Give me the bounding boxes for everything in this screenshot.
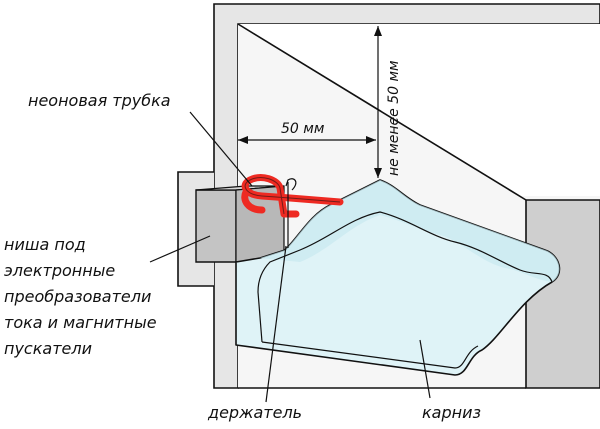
ceiling-plane [238, 24, 600, 196]
leader-cornice [419, 339, 431, 399]
leader-holder [265, 245, 287, 403]
cornice-front-shade [260, 180, 560, 282]
cornice-inner-contour [257, 211, 553, 293]
label-niche-line-3: преобразователи [4, 287, 151, 306]
label-niche-line-5: пускатели [4, 339, 92, 358]
label-holder: держатель [207, 403, 302, 422]
label-cornice: карниз [422, 403, 481, 422]
dimension-horizontal-label: 50 мм [281, 121, 325, 137]
leader-neon-tube [189, 111, 253, 187]
label-neon-tube: неоновая трубка [28, 91, 171, 110]
right-wall [525, 199, 600, 389]
label-niche-line-1: ниша под [4, 235, 86, 254]
cornice-lower-contour [261, 341, 479, 369]
niche-box [195, 189, 237, 263]
label-niche-line-2: электронные [4, 261, 115, 280]
label-niche-line-4: тока и магнитные [4, 313, 157, 332]
dimension-vertical-label: не менее 50 мм [386, 60, 402, 176]
leader-niche [149, 235, 211, 263]
holder-hook [285, 178, 297, 191]
